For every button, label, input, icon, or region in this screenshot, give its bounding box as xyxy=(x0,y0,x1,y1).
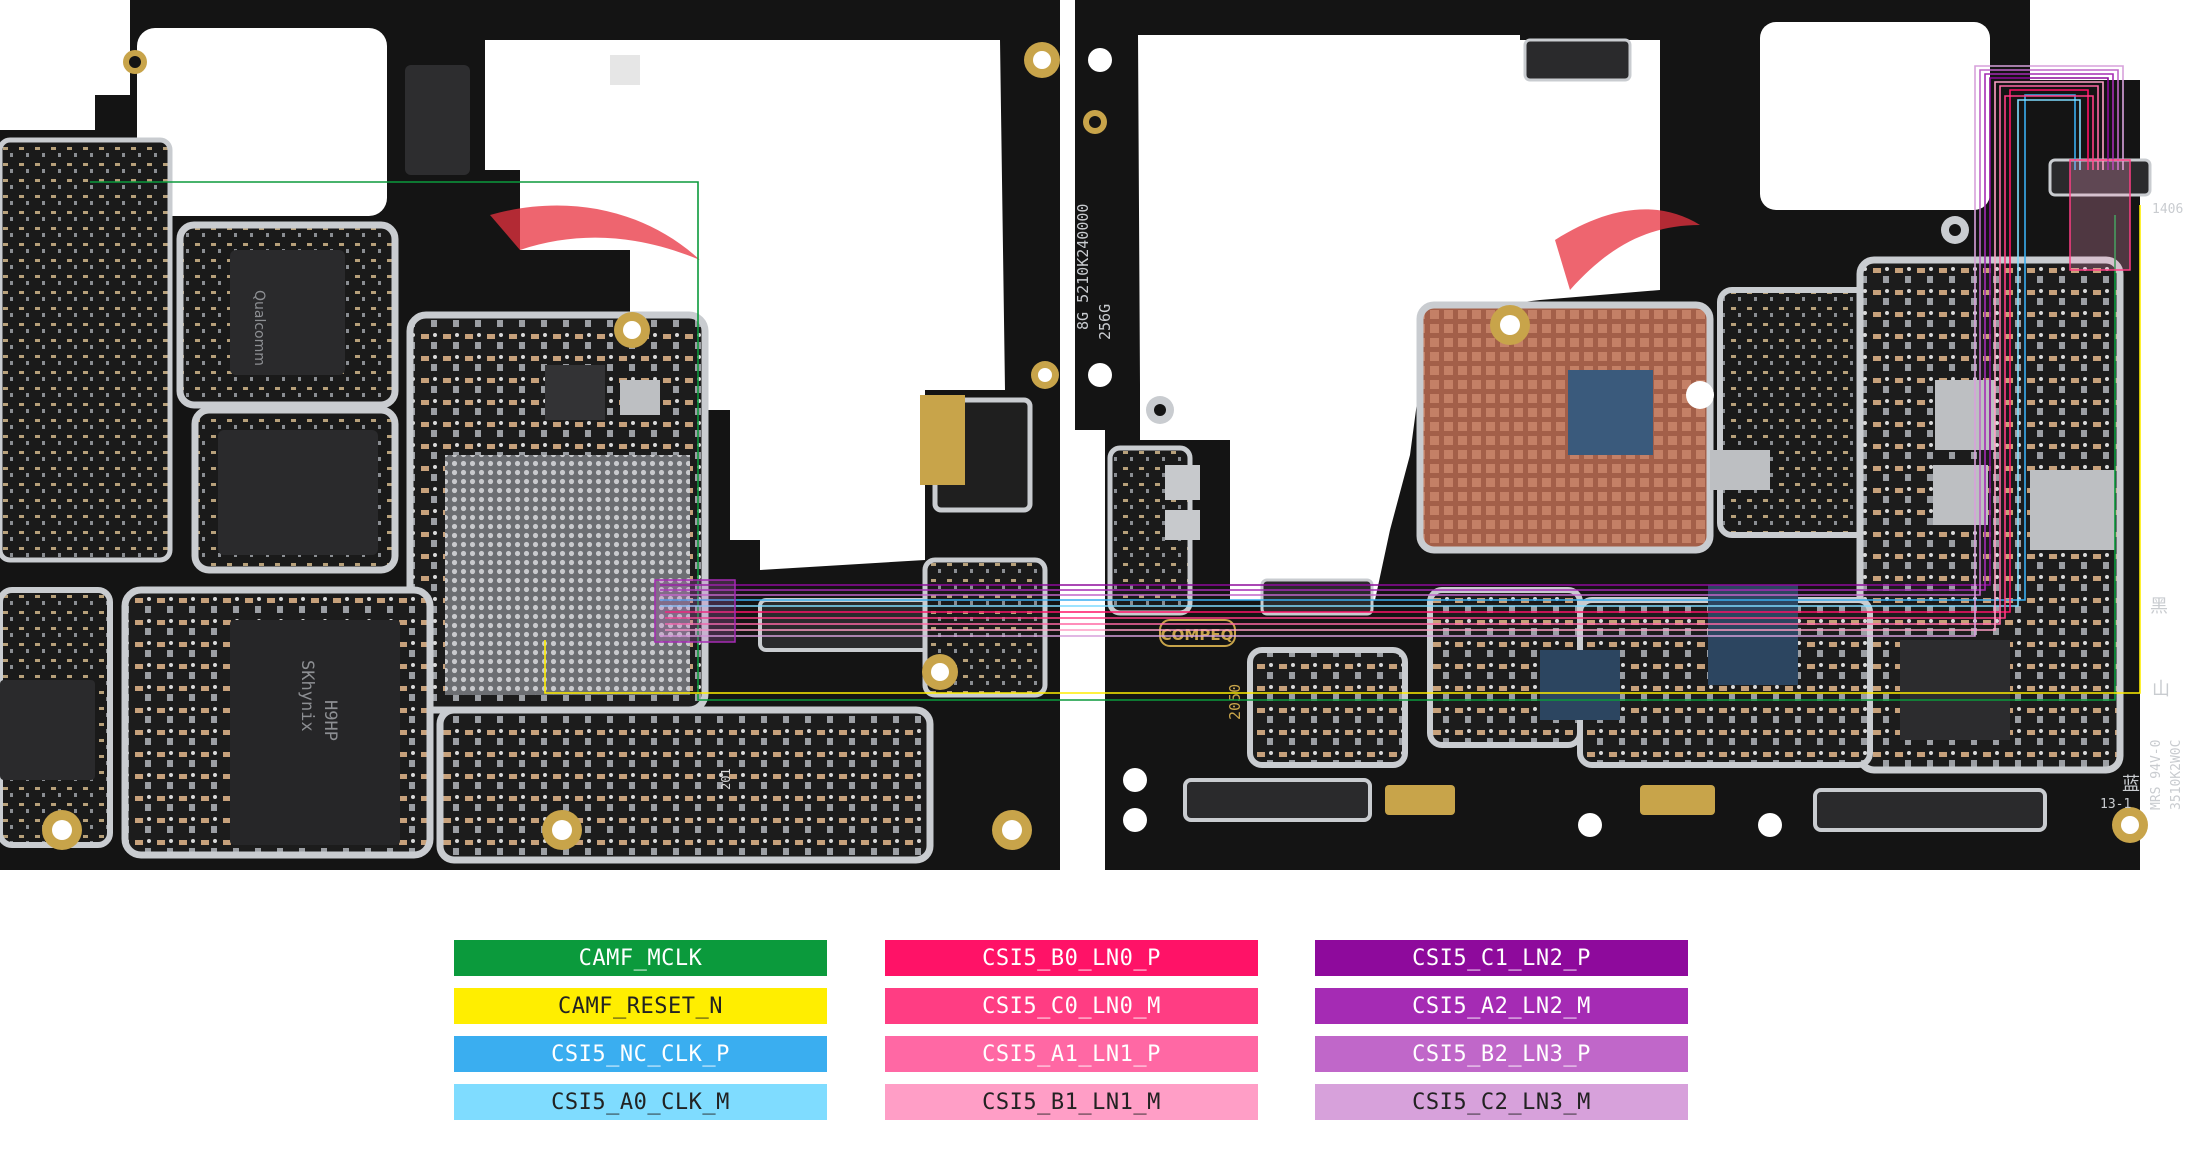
storage-label: 256G xyxy=(1096,304,1114,340)
fcc-marking: MRS 94V-0 xyxy=(2149,740,2164,810)
legend-csi5-b0-ln0-p: CSI5_B0_LN0_P xyxy=(885,940,1258,976)
memory-chip-label: SKhynix xyxy=(297,660,317,732)
legend-csi5-c2-ln3-m: CSI5_C2_LN3_M xyxy=(1315,1084,1688,1120)
compeq-logo: COMPEQ xyxy=(1161,626,1234,644)
legend-csi5-c0-ln0-m: CSI5_C0_LN0_M xyxy=(885,988,1258,1024)
trace-csi5-c2-ln3-m xyxy=(660,65,2124,637)
legend-csi5-b2-ln3-p: CSI5_B2_LN3_P xyxy=(1315,1036,1688,1072)
legend-csi5-a0-clk-m: CSI5_A0_CLK_M xyxy=(454,1084,827,1120)
legend-camf-mclk: CAMF_MCLK xyxy=(454,940,827,976)
top-code: 1406 xyxy=(2152,202,2183,217)
signal-traces xyxy=(90,65,2141,701)
model-code: 3510K2W0C xyxy=(2169,740,2184,810)
trace-csi5-a2-ln2-m xyxy=(660,73,2114,591)
trace-csi5-b1-ln1-m xyxy=(665,81,2104,631)
soc-brand-label: Qualcomm xyxy=(251,290,267,366)
legend-csi5-c1-ln2-p: CSI5_C1_LN2_P xyxy=(1315,940,1688,976)
pcb-photo: Qualcomm SKhynix H9HP 201 xyxy=(0,0,2184,870)
trace-csi5-nc-clk-p xyxy=(660,94,2076,601)
legend-csi5-a2-ln2-m: CSI5_A2_LN2_M xyxy=(1315,988,1688,1024)
trace-camf-mclk xyxy=(90,181,2116,701)
memory-chip-code: H9HP xyxy=(320,700,340,741)
legend-csi5-a1-ln1-p: CSI5_A1_LN1_P xyxy=(885,1036,1258,1072)
small-board-label: 201 xyxy=(719,768,733,790)
trace-camf-reset-n xyxy=(544,205,2141,694)
trace-csi5-a0-clk-m xyxy=(660,99,2081,607)
right-board: 8G 5210K240000 256G COMPEQ 2050 MRS 94V-… xyxy=(1074,0,2184,870)
legend-csi5-b1-ln1-m: CSI5_B1_LN1_M xyxy=(885,1084,1258,1120)
side-glyph-blue: 蓝 xyxy=(2122,774,2140,795)
trace-csi5-a1-ln1-p xyxy=(665,85,2099,625)
lot-code: 2050 xyxy=(1226,684,1244,720)
trace-csi5-b0-ln0-p xyxy=(665,89,2089,613)
legend-camf-reset-n: CAMF_RESET_N xyxy=(454,988,827,1024)
trace-csi5-b2-ln3-p xyxy=(660,69,2119,596)
signal-legend: CAMF_MCLK CAMF_RESET_N CSI5_NC_CLK_P CSI… xyxy=(454,940,1688,1120)
trace-csi5-c1-ln2-p xyxy=(660,77,2109,586)
trace-csi5-c0-ln0-m xyxy=(665,95,2094,619)
left-board: Qualcomm SKhynix H9HP 201 xyxy=(0,0,1060,870)
legend-csi5-nc-clk-p: CSI5_NC_CLK_P xyxy=(454,1036,827,1072)
side-glyph-black: 黑 xyxy=(2150,596,2168,617)
edge-code: 13-1 xyxy=(2100,797,2131,812)
side-glyph-mountain: 山 xyxy=(2152,679,2170,700)
vertical-board-code: 8G 5210K240000 xyxy=(1074,204,1092,330)
